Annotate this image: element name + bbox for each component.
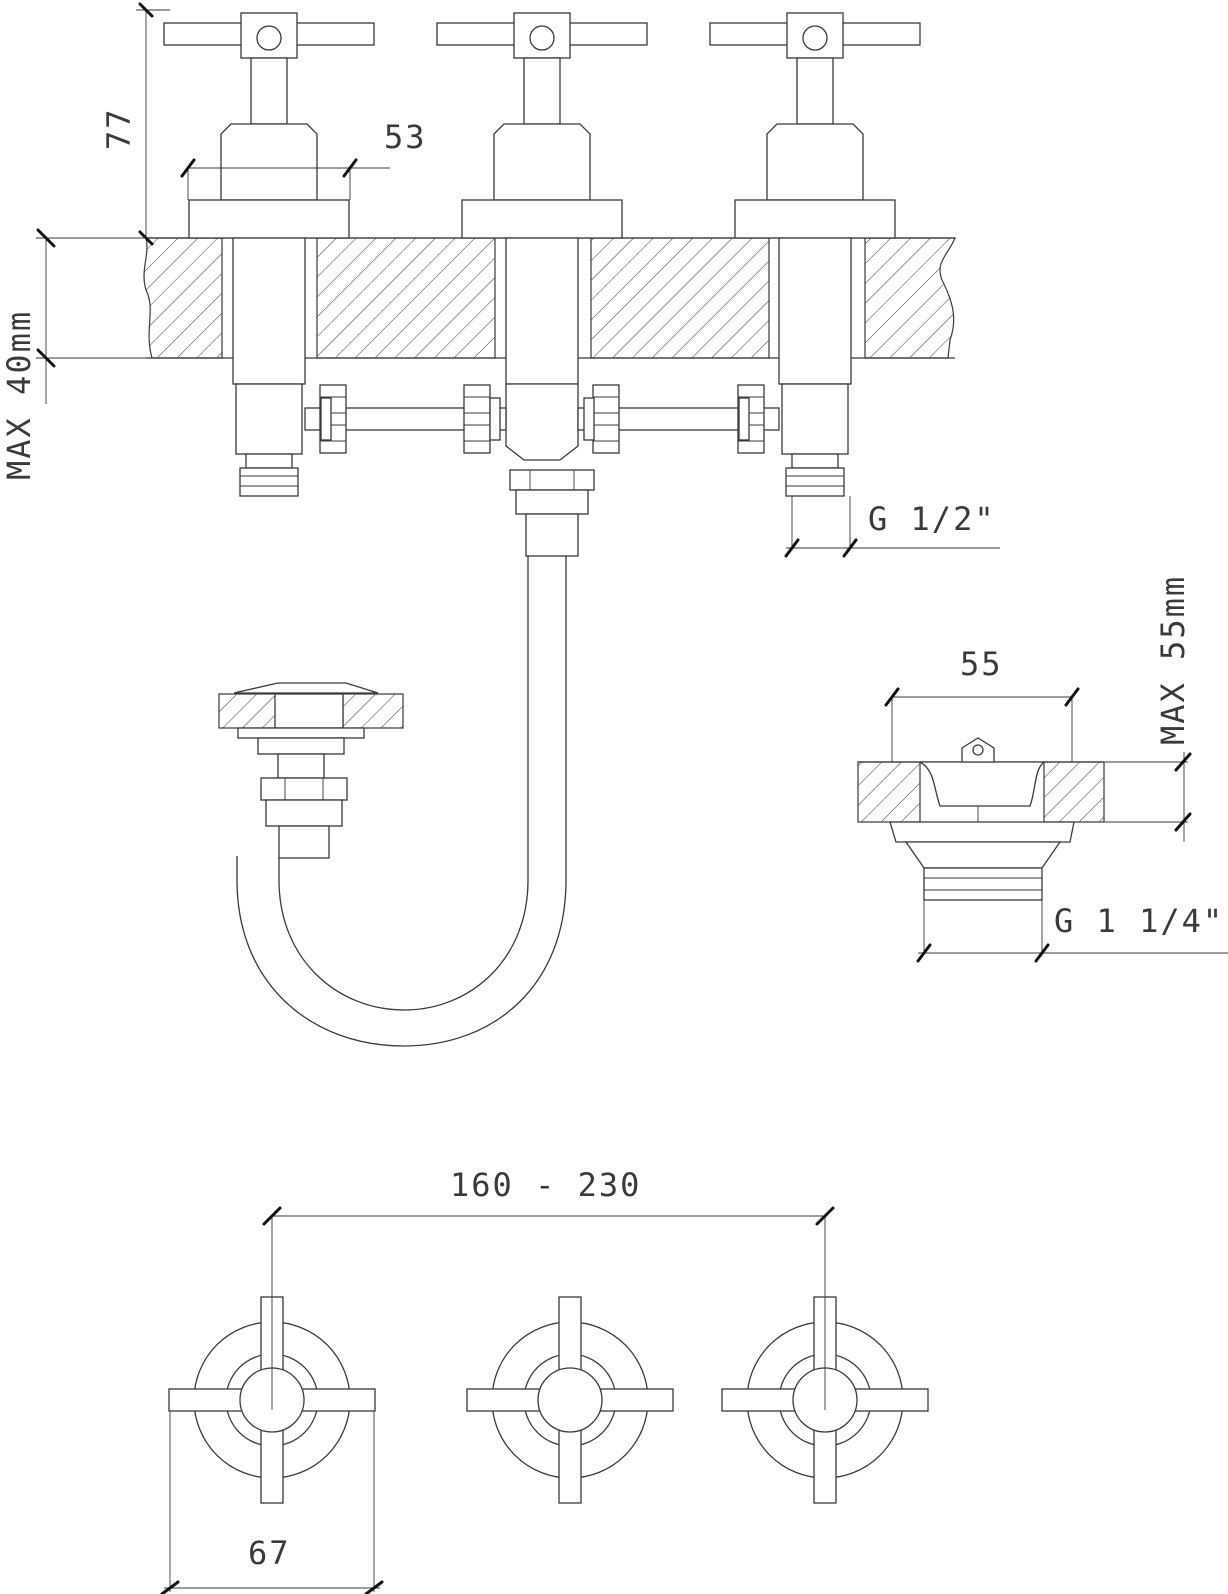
tap-right [709, 12, 921, 239]
dim-waste-thread: G 1 1/4" [1054, 902, 1224, 940]
plan-spout [466, 1296, 674, 1504]
dim-max-deck-thickness: MAX 40mm [0, 310, 38, 480]
dim-escutcheon-width: 53 [384, 118, 427, 156]
dim-tap-spacing: 160 - 230 [450, 1166, 641, 1204]
dim-inlet-thread: G 1/2" [868, 500, 996, 538]
tap-spout [436, 12, 648, 239]
tap-left [163, 12, 375, 239]
center-shank [505, 237, 579, 461]
dim-max-waste-thickness: MAX 55mm [1154, 575, 1192, 745]
connector-pipes [304, 384, 780, 454]
pop-up-linkage [236, 469, 595, 1047]
right-shank [778, 237, 852, 497]
dim-rosette-width: 67 [248, 1534, 291, 1572]
dim-waste-width: 55 [960, 645, 1003, 683]
left-shank [232, 237, 306, 497]
dim-handle-height: 77 [100, 107, 138, 150]
basin-waste [857, 737, 1105, 901]
deck-section [143, 237, 956, 359]
dimension-lines [36, 2, 1228, 1594]
pop-up-waste [218, 682, 404, 859]
